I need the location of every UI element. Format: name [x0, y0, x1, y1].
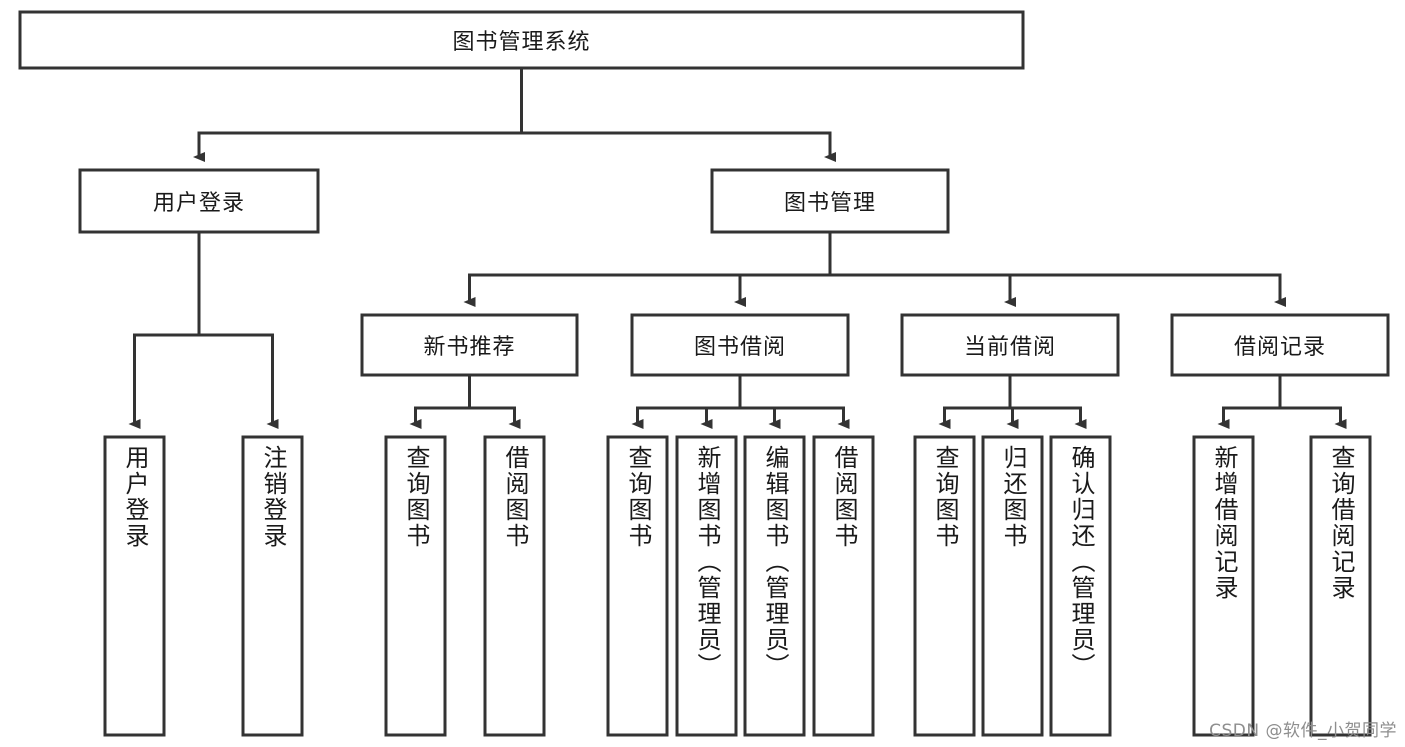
- node-box-leaf-query-book-borrow[interactable]: [606, 435, 669, 737]
- node-box-leaf-confirm-return[interactable]: [1049, 435, 1112, 737]
- node-box-current-borrow[interactable]: [900, 313, 1120, 377]
- node-box-leaf-add-borrow-record[interactable]: [1192, 435, 1255, 737]
- watermark: CSDN @软件_小贺同学: [1209, 721, 1397, 741]
- node-box-leaf-edit-book[interactable]: [743, 435, 806, 737]
- node-box-borrow-record[interactable]: [1170, 313, 1390, 377]
- node-box-root[interactable]: [18, 10, 1025, 70]
- node-box-leaf-borrow-book[interactable]: [812, 435, 875, 737]
- node-box-leaf-user-login[interactable]: [103, 435, 166, 737]
- node-box-leaf-query-book-current[interactable]: [913, 435, 976, 737]
- node-box-leaf-query-book-recommend[interactable]: [384, 435, 447, 737]
- node-box-leaf-borrow-book-recommend[interactable]: [483, 435, 546, 737]
- node-box-leaf-add-book[interactable]: [675, 435, 738, 737]
- node-box-leaf-query-borrow-record[interactable]: [1309, 435, 1372, 737]
- node-box-book-management[interactable]: [710, 168, 950, 234]
- node-box-new-book-recommend[interactable]: [360, 313, 579, 377]
- node-box-book-borrow[interactable]: [630, 313, 850, 377]
- node-box-user-login[interactable]: [78, 168, 320, 234]
- node-box-leaf-return-book[interactable]: [981, 435, 1044, 737]
- node-box-leaf-user-logout[interactable]: [241, 435, 304, 737]
- node-boxes: [18, 10, 1390, 737]
- connector-lines: [128, 66, 1347, 429]
